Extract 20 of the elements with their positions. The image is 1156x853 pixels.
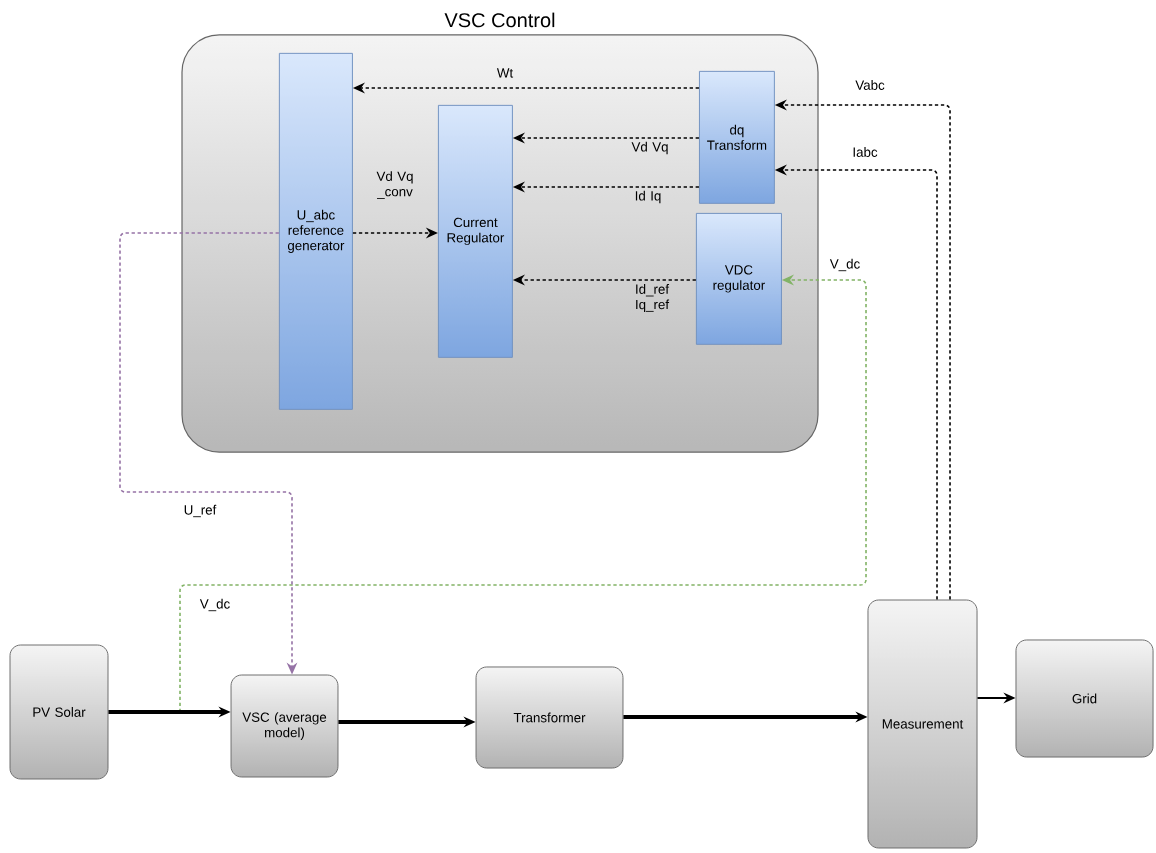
control-block: VDC regulator [695, 212, 782, 345]
edge-label: V_dc [829, 258, 860, 272]
group-title: VSC Control [444, 12, 555, 28]
edge-label: Id_ref Iq_ref [636, 284, 670, 312]
process-box: Measurement [867, 599, 978, 849]
control-block: U_abc reference generator [278, 52, 353, 410]
edge-label: Wt [496, 68, 514, 78]
edge-label: Vabc [855, 80, 885, 90]
edge-label: Id Iq [635, 190, 661, 204]
process-box: Transformer [475, 666, 624, 769]
edge-label: U_ref [184, 504, 217, 518]
process-box: PV Solar [9, 644, 109, 780]
process-box: VSC (average model) [230, 674, 339, 778]
edge-label: Iabc [853, 147, 878, 157]
edge-label: Vd Vq _conv [376, 171, 413, 199]
edge-label: Vd Vq [631, 141, 668, 155]
control-block: Current Regulator [437, 104, 513, 358]
control-block: dq Transform [698, 70, 775, 204]
process-box: Grid [1015, 639, 1154, 758]
signal-label: V_dc [199, 598, 230, 612]
